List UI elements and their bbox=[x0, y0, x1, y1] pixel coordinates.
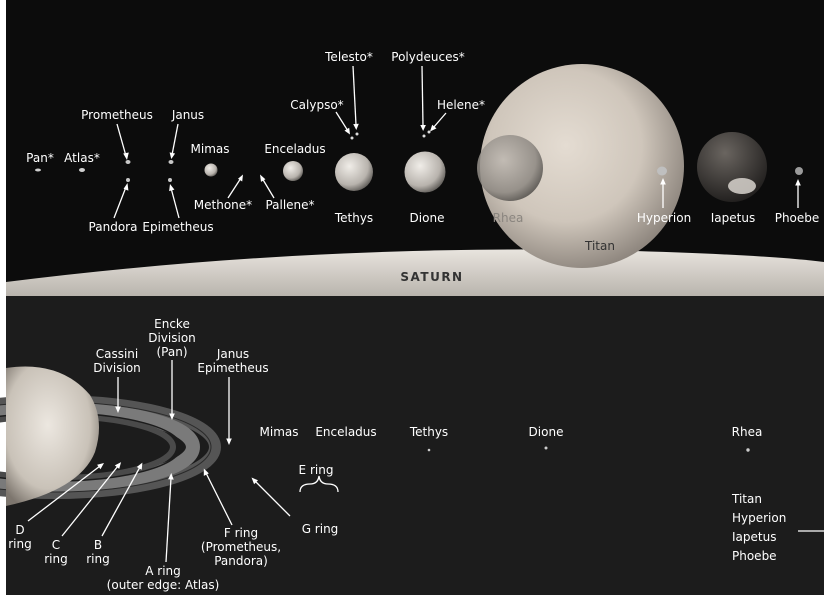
helene-label: Helene* bbox=[437, 98, 485, 112]
mimas-moon bbox=[205, 164, 218, 177]
epimetheus-label: Epimetheus bbox=[142, 220, 213, 234]
c-ring-label-1: C bbox=[52, 538, 60, 552]
b-ring-label-1: B bbox=[94, 538, 102, 552]
tethys-label: Tethys bbox=[334, 211, 373, 225]
calypso-label: Calypso* bbox=[290, 98, 343, 112]
dione-bottom-label: Dione bbox=[529, 425, 564, 439]
outer-moons-label-4: Phoebe bbox=[732, 549, 777, 563]
pan-label: Pan* bbox=[26, 151, 54, 165]
pan-moon bbox=[35, 169, 41, 172]
janus-moon bbox=[169, 160, 174, 164]
mimas-bottom-label: Mimas bbox=[260, 425, 299, 439]
janus-label: Janus bbox=[171, 108, 204, 122]
encke-label-1: Encke bbox=[154, 317, 190, 331]
f-ring-label-1: F ring bbox=[224, 526, 258, 540]
enceladus-label: Enceladus bbox=[264, 142, 325, 156]
d-ring-label-1: D bbox=[15, 523, 24, 537]
cassini-label-1: Cassini bbox=[96, 347, 139, 361]
tethys-bottom-label: Tethys bbox=[409, 425, 448, 439]
atlas-label: Atlas* bbox=[64, 151, 100, 165]
pandora-moon bbox=[126, 178, 130, 182]
iapetus-label: Iapetus bbox=[711, 211, 755, 225]
pandora-label: Pandora bbox=[89, 220, 138, 234]
e-ring-label: E ring bbox=[299, 463, 334, 477]
telesto-label: Telesto* bbox=[324, 50, 373, 64]
hyperion-moon bbox=[657, 167, 667, 176]
bottom-panel-background bbox=[6, 292, 824, 595]
enceladus-bottom-label: Enceladus bbox=[315, 425, 376, 439]
rhea-dot bbox=[746, 448, 749, 451]
g-ring-label: G ring bbox=[302, 522, 339, 536]
epimetheus-moon bbox=[168, 178, 172, 182]
outer-moons-label-1: Titan bbox=[731, 492, 762, 506]
polydeuces-label: Polydeuces* bbox=[391, 50, 464, 64]
janus-epimetheus-label-1: Janus bbox=[216, 347, 249, 361]
polydeuces-moon bbox=[423, 135, 426, 138]
dione-label: Dione bbox=[410, 211, 445, 225]
top-panel-background bbox=[6, 0, 824, 290]
hyperion-label: Hyperion bbox=[637, 211, 691, 225]
iapetus-bright-region bbox=[728, 178, 756, 194]
saturn-label: SATURN bbox=[400, 270, 463, 284]
a-ring-label-1: A ring bbox=[145, 564, 181, 578]
tethys-dot bbox=[428, 449, 431, 452]
cassini-label-2: Division bbox=[93, 361, 141, 375]
prometheus-label: Prometheus bbox=[81, 108, 153, 122]
rhea-moon bbox=[477, 135, 543, 201]
encke-label-2: Division bbox=[148, 331, 196, 345]
dione-moon bbox=[405, 152, 446, 193]
d-ring-label-2: ring bbox=[8, 537, 32, 551]
rhea-bottom-label: Rhea bbox=[732, 425, 763, 439]
phoebe-label: Phoebe bbox=[775, 211, 820, 225]
b-ring-label-2: ring bbox=[86, 552, 110, 566]
enceladus-moon bbox=[283, 161, 303, 181]
outer-moons-label-3: Iapetus bbox=[732, 530, 776, 544]
encke-label-3: (Pan) bbox=[156, 345, 187, 359]
rhea-label: Rhea bbox=[493, 211, 524, 225]
c-ring-label-2: ring bbox=[44, 552, 68, 566]
methone-label: Methone* bbox=[194, 198, 252, 212]
telesto-moon bbox=[356, 133, 359, 136]
prometheus-moon bbox=[126, 160, 131, 164]
tethys-moon bbox=[335, 153, 373, 191]
janus-epimetheus-label-2: Epimetheus bbox=[197, 361, 268, 375]
f-ring-label-3: Pandora) bbox=[214, 554, 268, 568]
titan-label: Titan bbox=[584, 239, 615, 253]
calypso-moon bbox=[351, 137, 354, 140]
pallene-label: Pallene* bbox=[265, 198, 314, 212]
mimas-label: Mimas bbox=[191, 142, 230, 156]
helene-moon bbox=[428, 131, 431, 134]
f-ring-label-2: (Prometheus, bbox=[201, 540, 281, 554]
phoebe-moon bbox=[795, 167, 803, 175]
a-ring-label-2: (outer edge: Atlas) bbox=[107, 578, 220, 592]
atlas-moon bbox=[79, 168, 85, 172]
outer-moons-label-2: Hyperion bbox=[732, 511, 786, 525]
dione-dot bbox=[545, 447, 548, 450]
